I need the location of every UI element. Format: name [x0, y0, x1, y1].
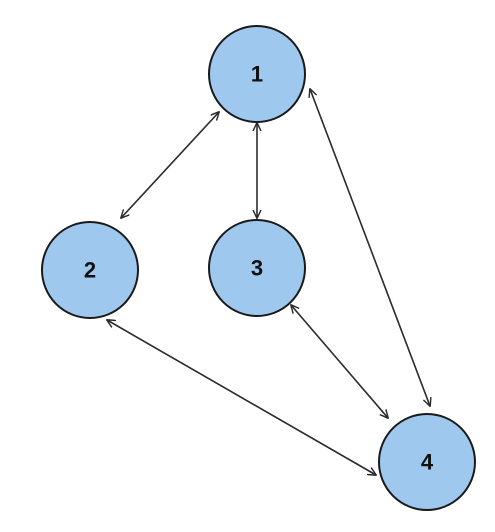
edge-3-4: [291, 305, 388, 418]
node-label-3: 3: [251, 256, 263, 281]
node-circle-2: [41, 221, 139, 319]
nodes-layer: 1 2 3 4: [41, 25, 476, 511]
edge-1-4: [310, 89, 430, 406]
node-2: 2: [41, 221, 139, 319]
edges-layer: [107, 89, 430, 475]
node-circle-4: [378, 413, 476, 511]
edge-2-4: [107, 320, 376, 475]
node-label-2: 2: [84, 258, 96, 283]
edge-1-2: [121, 112, 219, 218]
node-label-4: 4: [421, 450, 434, 475]
node-label-1: 1: [251, 62, 263, 87]
node-1: 1: [208, 25, 306, 123]
node-circle-3: [208, 219, 306, 317]
node-4: 4: [378, 413, 476, 511]
node-circle-1: [208, 25, 306, 123]
node-3: 3: [208, 219, 306, 317]
